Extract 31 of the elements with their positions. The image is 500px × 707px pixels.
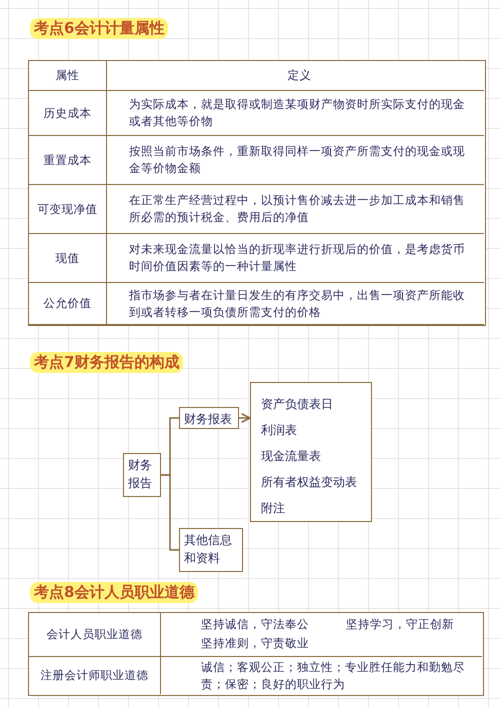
list-item-text: 资产负债表日 [261,396,333,413]
list-item-text: 所有者权益变动表 [261,474,357,491]
definition-text: 对未来现金流量以恰当的折现率进行折现后的价值，是考虑货币时间价值因素等的一种计量属性 [107,234,484,283]
principle-text: 坚持准则，守责敬业 [201,636,309,651]
connector-arrow [239,413,251,423]
principle-text: 坚持学习，守正创新 [346,617,454,632]
term-label: 公允价值 [29,283,107,325]
principle-text: 坚持诚信，守法奉公 [201,617,309,632]
definition-text: 指市场参与者在计量日发生的有序交易中，出售一项资产所能收到或者转移一项负债所需支付的价格 [107,283,484,325]
column-header: 属性 [29,61,107,91]
definition-text: 为实际成本，就是取得或制造某项财产物资时所实际支付的现金或者其他等价物 [107,91,484,136]
section-heading: 考点6会计计量属性 [30,18,168,39]
section-heading: 考点8会计人员职业道德 [30,582,198,603]
term-label: 会计人员职业道德 [29,613,161,657]
list-item-text: 利润表 [261,422,297,439]
process-box: 财务报告 [123,453,161,497]
term-label: 现值 [29,234,107,283]
list-item-text: 附注 [261,500,285,517]
term-label: 重置成本 [29,136,107,185]
section-heading: 考点7财务报告的构成 [30,352,184,373]
definition-text: 在正常生产经营过程中，以预计售价减去进一步加工成本和销售所必需的预计税金、费用后的净值 [107,185,484,234]
term-label: 可变现净值 [29,185,107,234]
definition-text: 诚信；客观公正；独立性；专业胜任能力和勤勉尽责；保密；良好的职业行为 [200,658,466,692]
list-box [250,382,372,522]
term-label: 注册会计师职业道德 [29,657,161,694]
process-box: 财务报表 [179,407,239,429]
list-item-text: 现金流量表 [261,448,321,465]
definition-text: 按照当前市场条件，重新取得同样一项资产所需支付的现金或现金等价物金额 [107,136,484,185]
term-label: 历史成本 [29,91,107,136]
column-header: 定义 [107,61,484,91]
process-box: 其他信息和资料 [179,528,243,572]
